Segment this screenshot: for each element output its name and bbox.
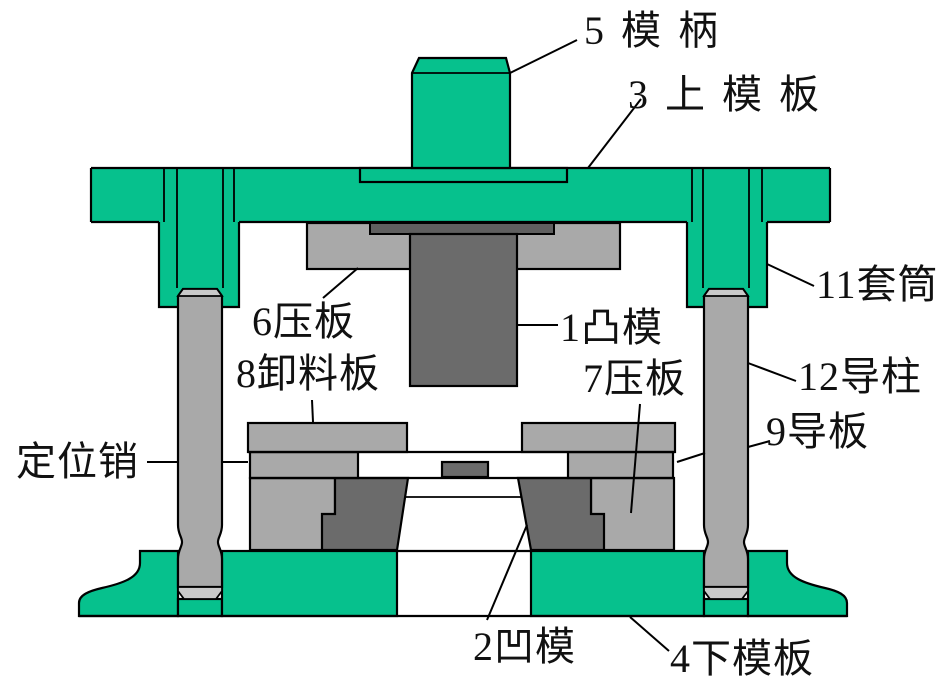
leader-guide-pillar <box>747 362 797 382</box>
label-clamp-plate-6: 6压板 <box>252 299 355 344</box>
punch-flange <box>369 222 555 235</box>
guide-plate-right <box>520 421 677 454</box>
leader-lines <box>147 39 815 652</box>
pillar-hole-plug-right <box>702 597 750 618</box>
label-clamp-plate-7: 7压板 <box>583 356 686 401</box>
leader-clamp-6 <box>322 267 359 299</box>
leader-clamp-7 <box>630 403 641 514</box>
label-stripper: 8卸料板 <box>236 351 380 396</box>
lower-plate-left-foot <box>77 549 180 618</box>
stripper-plate <box>246 421 409 454</box>
label-die: 2凹模 <box>473 624 576 669</box>
lower-plate-center-left <box>220 549 399 618</box>
leader-guide-plate <box>676 440 771 463</box>
label-upper-plate: 3上模板 <box>628 72 836 117</box>
guide-pillar-left <box>176 287 224 589</box>
leader-upper-plate <box>587 98 642 169</box>
lower-plate-center-right <box>529 549 706 618</box>
leader-die <box>486 524 528 621</box>
leader-stripper <box>311 399 314 423</box>
pillar-seat-insert-right <box>703 586 749 600</box>
leader-sleeve <box>766 263 815 287</box>
sleeve-seam-lines <box>163 168 763 288</box>
die-shank <box>410 56 512 170</box>
punch <box>408 232 519 388</box>
guide-strip-right <box>566 450 675 480</box>
die-block-stack <box>246 421 677 552</box>
label-punch: 1凸模 <box>560 305 663 350</box>
guide-pillar-right-top-chamfer <box>702 288 750 297</box>
label-shank: 5模柄 <box>584 8 735 53</box>
label-locating-pin: 定位销 <box>16 439 139 484</box>
label-lower-plate: 4下模板 <box>670 636 814 681</box>
guide-strip-left <box>248 450 360 480</box>
lower-die-plate <box>77 549 849 618</box>
label-sleeve: 11套筒 <box>816 262 939 307</box>
label-guide-pillar: 12导柱 <box>798 354 922 399</box>
shank-recess <box>358 166 569 184</box>
guide-pillar-left-top-chamfer <box>176 288 224 297</box>
guide-pillars <box>176 287 750 600</box>
leader-lower-plate <box>629 616 670 652</box>
die-right <box>516 476 606 552</box>
label-guide-plate: 9导板 <box>766 409 869 454</box>
upper-die-set <box>89 56 832 309</box>
die-left <box>320 476 410 552</box>
guide-pillar-right <box>702 287 750 589</box>
blank-slug <box>440 460 490 479</box>
pillar-hole-plug-left <box>176 597 224 618</box>
punch-assembly <box>305 221 622 388</box>
leader-shank <box>509 39 578 74</box>
pillar-seat-insert-left <box>177 586 223 600</box>
lower-plate-right-foot <box>746 549 849 618</box>
